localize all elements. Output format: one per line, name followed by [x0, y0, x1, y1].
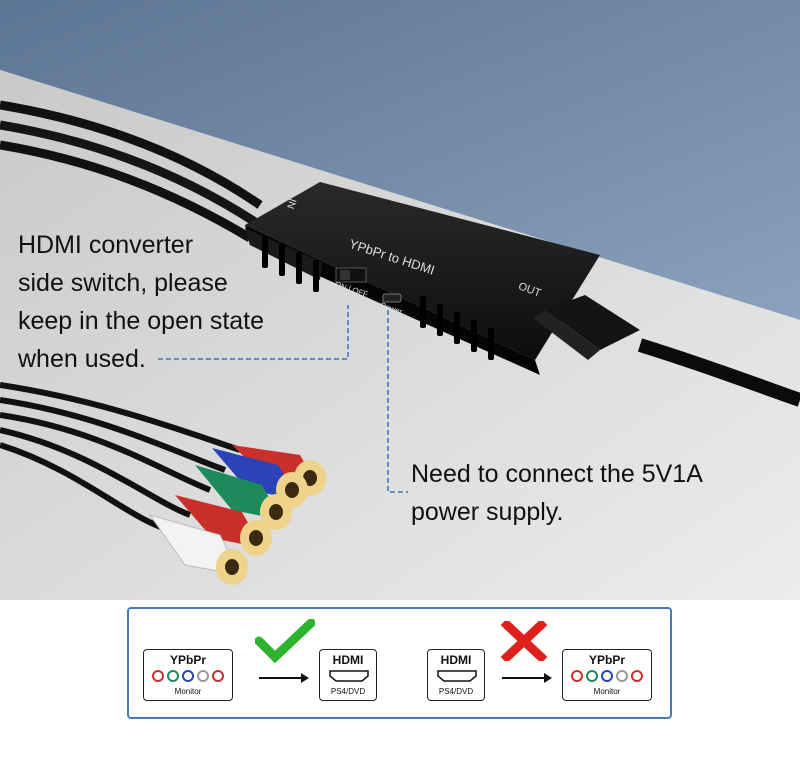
power-annotation-line: power supply.	[411, 498, 564, 526]
rca-ports-icon	[571, 670, 643, 682]
check-icon	[254, 618, 316, 668]
card-subtitle: Monitor	[174, 687, 202, 696]
card-subtitle: Monitor	[593, 687, 621, 696]
switch-annotation: HDMI converter side switch, please keep …	[18, 226, 308, 378]
source-card-ypbpr: YPbPr Monitor	[143, 649, 233, 701]
switch-annotation-line: when used.	[18, 345, 146, 373]
card-subtitle: PS4/DVD	[438, 687, 474, 696]
card-subtitle: PS4/DVD	[330, 687, 366, 696]
card-title: HDMI	[332, 653, 364, 667]
rca-plug-red-bottom	[175, 495, 272, 556]
card-title: HDMI	[440, 653, 472, 667]
power-annotation-line: Need to connect the 5V1A	[411, 460, 703, 488]
rca-plug-green	[195, 465, 292, 530]
target-card-ypbpr: YPbPr Monitor	[562, 649, 652, 701]
card-title: YPbPr	[588, 653, 625, 667]
switch-annotation-line: HDMI converter	[18, 231, 194, 259]
converter-box	[245, 182, 600, 375]
arrow-icon	[259, 673, 309, 683]
switch-annotation-line: keep in the open state	[18, 307, 265, 335]
card-title: YPbPr	[169, 653, 206, 667]
power-annotation: Need to connect the 5V1A power supply.	[411, 455, 751, 531]
compatibility-panel: YPbPr Monitor HDMI PS4/DVD HDMI	[127, 607, 672, 719]
rca-plug-white	[148, 514, 248, 585]
cross-icon	[500, 618, 548, 666]
rca-ports-icon	[152, 670, 224, 682]
arrow-icon	[502, 673, 552, 683]
hdmi-port-icon	[437, 670, 477, 682]
target-card-hdmi: HDMI PS4/DVD	[319, 649, 377, 701]
source-card-hdmi: HDMI PS4/DVD	[427, 649, 485, 701]
switch-annotation-line: side switch, please	[18, 269, 228, 297]
hdmi-port-icon	[329, 670, 369, 682]
